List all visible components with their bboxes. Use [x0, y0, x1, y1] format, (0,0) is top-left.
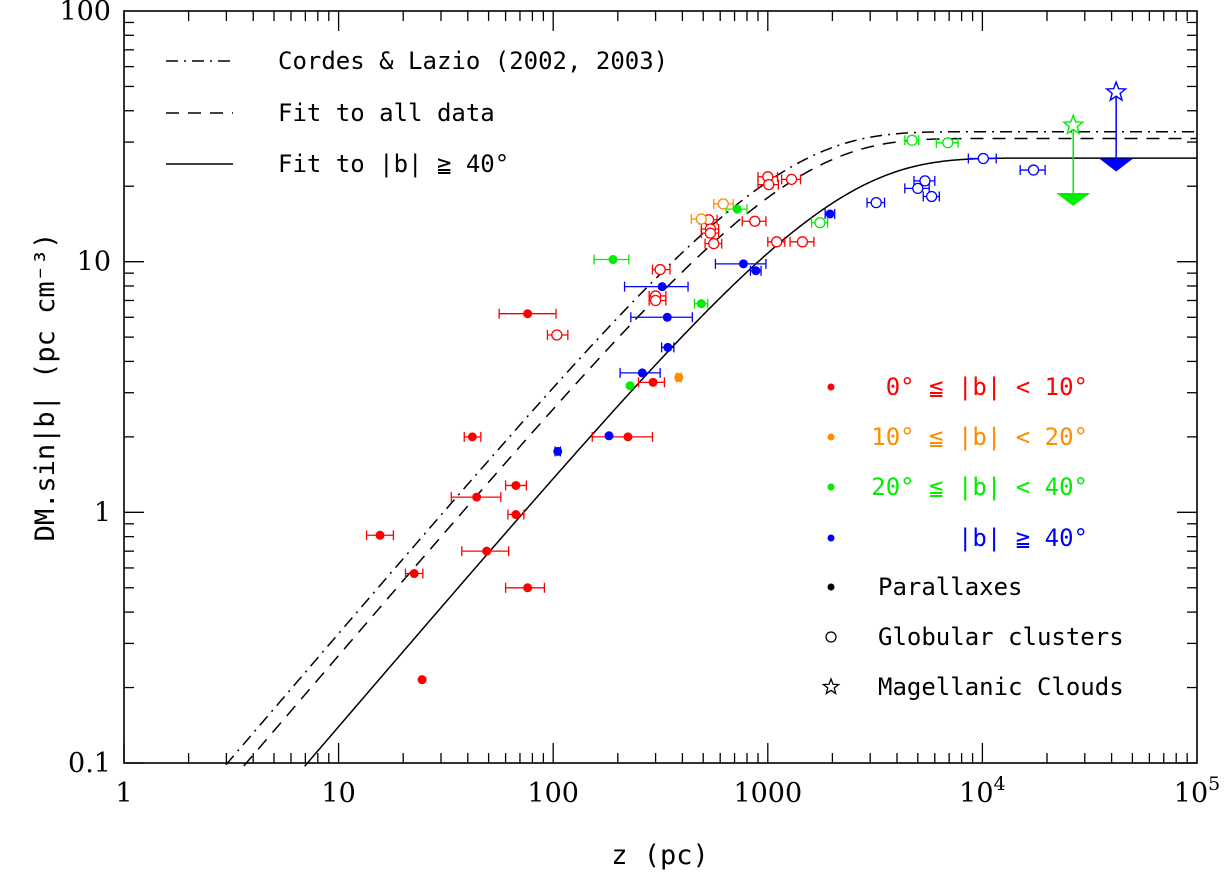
- parallax-point: [553, 446, 563, 456]
- legend-group-label: 0° ≦ |b| < 10°: [886, 373, 1088, 401]
- legend-group-label: 10° ≦ |b| < 20°: [871, 423, 1088, 451]
- cluster-point: [763, 178, 775, 191]
- legend-curve-label: Fit to all data: [278, 99, 495, 127]
- parallax-point: [657, 282, 667, 292]
- x-tick-label: 1: [115, 778, 132, 809]
- parallax-point: [648, 377, 658, 387]
- parallax-point: [623, 432, 633, 442]
- parallax-point: [511, 510, 521, 520]
- plot-frame: [123, 10, 1198, 764]
- curve-dash: [243, 137, 1197, 767]
- error-bars: [365, 135, 1046, 593]
- legend-marker-label: Magellanic Clouds: [878, 673, 1124, 701]
- parallax-point: [467, 432, 477, 442]
- x-tick-label: 10: [321, 778, 355, 809]
- parallax-point: [409, 569, 419, 579]
- cluster-point: [906, 134, 918, 146]
- x-tick-label: 100: [527, 778, 579, 809]
- cluster-point: [704, 227, 717, 239]
- parallax-point: [696, 299, 706, 309]
- parallax-point: [604, 431, 614, 441]
- parallax-point: [482, 546, 492, 556]
- legend-marker-label: Globular clusters: [878, 623, 1124, 651]
- parallax-point: [375, 530, 385, 540]
- parallax-point: [511, 480, 521, 490]
- legend-filled-marker: [827, 583, 835, 591]
- legend-group-label: |b| ≧ 40°: [958, 524, 1088, 552]
- cluster-point: [977, 152, 989, 165]
- y-axis-label: DM.sin|b| (pc cm⁻³): [30, 233, 61, 542]
- cluster-point: [749, 215, 761, 227]
- axis-ticks: [123, 11, 1197, 764]
- y-tick-label: 0.1: [68, 748, 111, 779]
- parallax-point: [662, 312, 672, 322]
- parallax-point: [472, 492, 482, 502]
- parallax-point: [732, 204, 742, 214]
- cluster-point: [814, 217, 826, 229]
- y-tick-label: 1: [94, 497, 111, 528]
- parallax-point: [523, 583, 533, 593]
- parallax-point: [751, 266, 761, 276]
- parallax-point: [608, 255, 618, 265]
- curve-dashdot: [225, 130, 1197, 766]
- cluster-point: [925, 190, 938, 203]
- cluster-point: [942, 137, 954, 149]
- parallax-point: [523, 309, 533, 319]
- cluster-point: [649, 294, 662, 307]
- x-tick-label: 104: [959, 773, 1005, 809]
- x-tick-label: 105: [1174, 773, 1220, 809]
- legend-group-dot: [827, 383, 835, 391]
- x-axis-label: z (pc): [611, 840, 709, 871]
- cluster-point: [796, 236, 809, 248]
- y-tick-label: 10: [77, 247, 111, 278]
- cluster-point: [919, 175, 931, 187]
- legend-curve-label: Fit to |b| ≧ 40°: [278, 150, 509, 178]
- legend-marker-label: Parallaxes: [878, 573, 1023, 601]
- cluster-point: [708, 237, 720, 250]
- parallax-point: [674, 373, 684, 383]
- legend-group-dot: [827, 483, 835, 491]
- limit-arrow: [1099, 158, 1134, 172]
- parallax-point: [637, 368, 647, 378]
- legend-group-dot: [827, 433, 835, 441]
- x-tick-label: 1000: [733, 778, 802, 809]
- magellanic-star: [1061, 113, 1085, 135]
- legend-open-marker: [825, 631, 837, 643]
- legend-group-dot: [827, 534, 835, 542]
- parallax-point: [825, 209, 835, 219]
- magellanic-star: [1104, 80, 1128, 102]
- cluster-point: [785, 173, 798, 186]
- cluster-point: [551, 329, 563, 341]
- parallax-point: [417, 675, 427, 685]
- data-markers: [375, 134, 1040, 685]
- parallax-point: [663, 342, 673, 352]
- latitude-legend: 0° ≦ |b| < 10° 10° ≦ |b| < 20° 20° ≦ |b| <…: [827, 373, 1088, 552]
- limit-arrow: [1056, 192, 1091, 206]
- curve-legend: Cordes & Lazio (2002, 2003) Fit to all da…: [166, 47, 668, 178]
- legend-curve-label: Cordes & Lazio (2002, 2003): [278, 47, 668, 75]
- cluster-point: [717, 198, 729, 210]
- cluster-point: [912, 182, 924, 195]
- y-tick-label: 100: [59, 0, 111, 27]
- cluster-point: [654, 263, 666, 276]
- magellanic-limits: [1056, 80, 1134, 206]
- legend-star-marker: [821, 677, 841, 695]
- legend-group-label: 20° ≦ |b| < 40°: [871, 473, 1088, 501]
- cluster-point: [1027, 164, 1040, 176]
- parallax-point: [738, 259, 748, 269]
- cluster-point: [771, 236, 783, 248]
- parallax-point: [625, 381, 635, 391]
- cluster-point: [870, 196, 882, 209]
- cluster-point: [695, 213, 707, 225]
